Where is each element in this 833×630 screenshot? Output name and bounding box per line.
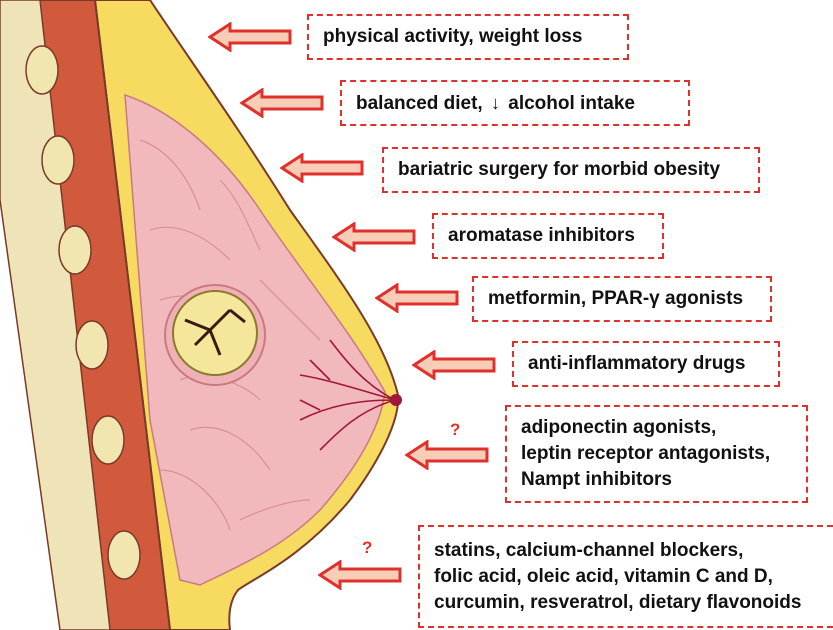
intervention-text: curcumin, resveratrol, dietary flavonoid… bbox=[434, 590, 819, 616]
intervention-text: metformin, PPAR-γ agonists bbox=[488, 286, 756, 312]
intervention-text-part: balanced diet, bbox=[356, 93, 483, 114]
intervention-text: aromatase inhibitors bbox=[448, 223, 648, 249]
intervention-text: leptin receptor antagonists, bbox=[521, 441, 792, 467]
intervention-box: balanced diet, ↓ alcohol intake bbox=[340, 80, 690, 126]
intervention-text: anti-inflammatory drugs bbox=[528, 351, 764, 377]
intervention-box: statins, calcium-channel blockers, folic… bbox=[418, 525, 833, 628]
arrow-icon bbox=[240, 88, 324, 118]
intervention-text: folic acid, oleic acid, vitamin C and D, bbox=[434, 564, 819, 590]
intervention-text-part: alcohol intake bbox=[508, 93, 635, 114]
arrow-icon bbox=[208, 22, 292, 52]
intervention-text: statins, calcium-channel blockers, bbox=[434, 538, 819, 564]
tumor bbox=[165, 285, 265, 385]
intervention-box: anti-inflammatory drugs bbox=[512, 341, 780, 387]
intervention-text: physical activity, weight loss bbox=[323, 24, 613, 50]
down-arrow-icon: ↓ bbox=[491, 93, 500, 113]
intervention-text: adiponectin agonists, bbox=[521, 415, 792, 441]
nipple bbox=[390, 394, 402, 406]
intervention-text: balanced diet, ↓ alcohol intake bbox=[356, 90, 674, 117]
arrow-icon bbox=[332, 222, 416, 252]
arrow-icon bbox=[405, 440, 489, 470]
question-mark: ? bbox=[450, 420, 460, 440]
arrow-icon bbox=[375, 283, 459, 313]
intervention-box: adiponectin agonists, leptin receptor an… bbox=[505, 405, 808, 503]
question-mark: ? bbox=[362, 538, 372, 558]
intervention-box: physical activity, weight loss bbox=[307, 14, 629, 60]
arrow-icon bbox=[280, 153, 364, 183]
intervention-box: metformin, PPAR-γ agonists bbox=[472, 276, 772, 322]
intervention-box: aromatase inhibitors bbox=[432, 213, 664, 259]
intervention-text: Nampt inhibitors bbox=[521, 467, 792, 493]
arrow-icon bbox=[412, 350, 496, 380]
intervention-text: bariatric surgery for morbid obesity bbox=[398, 157, 744, 183]
intervention-box: bariatric surgery for morbid obesity bbox=[382, 147, 760, 193]
arrow-icon bbox=[318, 560, 402, 590]
